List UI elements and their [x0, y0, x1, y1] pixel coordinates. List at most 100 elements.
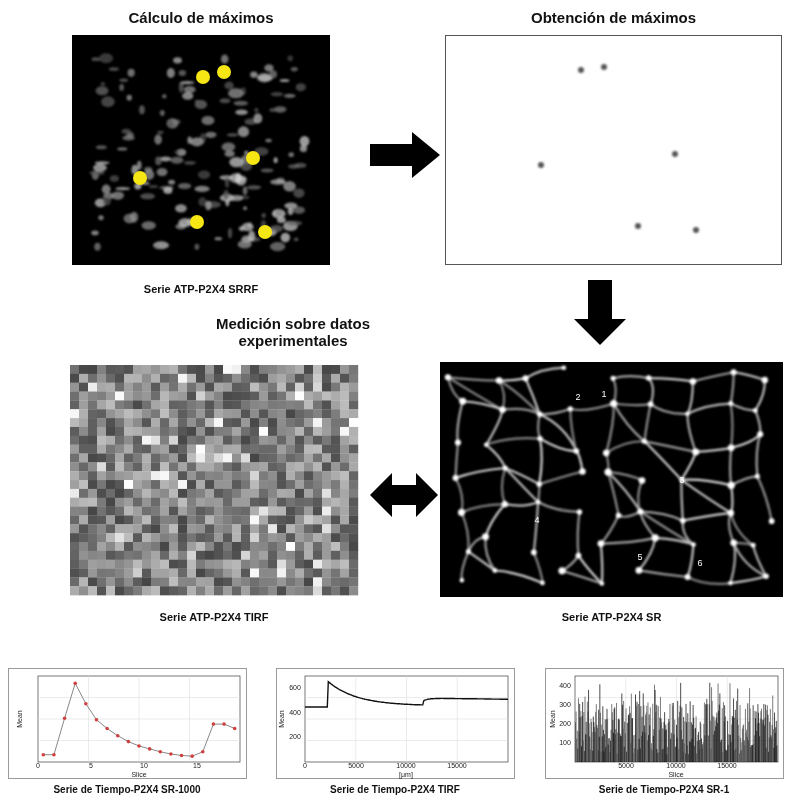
tirf-pixel: [268, 418, 277, 427]
tirf-pixel: [124, 489, 133, 498]
tirf-pixel: [88, 445, 97, 454]
tirf-pixel: [142, 454, 151, 463]
tirf-pixel: [106, 471, 115, 480]
tirf-pixel: [340, 533, 349, 542]
network-node: [728, 401, 733, 406]
tirf-pixel: [133, 392, 142, 401]
tirf-pixel: [196, 436, 205, 445]
tirf-pixel: [160, 418, 169, 427]
noise-bar: [745, 709, 746, 762]
network-fiber: [613, 378, 616, 403]
tirf-pixel: [88, 498, 97, 507]
tirf-pixel: [160, 551, 169, 560]
tirf-pixel: [286, 409, 295, 418]
tirf-pixel: [196, 533, 205, 542]
tirf-pixel: [187, 471, 196, 480]
srrf-blob: [101, 96, 115, 107]
tirf-pixel: [223, 427, 232, 436]
noise-bar: [594, 727, 595, 762]
noise-bar: [677, 701, 678, 762]
tirf-pixel: [286, 400, 295, 409]
srrf-blob: [250, 72, 257, 78]
noise-bar: [725, 716, 726, 762]
tirf-pixel: [232, 577, 241, 586]
noise-bar: [705, 704, 706, 762]
tirf-pixel: [70, 507, 79, 516]
noise-bar: [740, 705, 741, 762]
panel-heading: Cálculo de máximos: [72, 9, 330, 27]
tirf-pixel: [304, 498, 313, 507]
tirf-pixel: [250, 418, 259, 427]
tirf-pixel: [187, 560, 196, 569]
tirf-pixel: [196, 480, 205, 489]
callout-number: 4: [534, 515, 539, 525]
noise-bar: [576, 712, 577, 762]
noise-bar: [686, 722, 687, 762]
tirf-pixel: [250, 392, 259, 401]
tirf-pixel: [304, 409, 313, 418]
tirf-pixel: [268, 498, 277, 507]
network-fiber: [457, 401, 462, 442]
chart-frame: [546, 669, 784, 779]
grid-line: [305, 719, 508, 720]
noise-bar: [622, 705, 623, 762]
tirf-pixel: [250, 436, 259, 445]
tirf-pixel: [232, 418, 241, 427]
tirf-pixel: [214, 560, 223, 569]
tirf-pixel: [151, 577, 160, 586]
callout-number: 6: [697, 558, 702, 568]
tirf-pixel: [79, 515, 88, 524]
tirf-pixel: [268, 586, 277, 595]
tirf-pixel: [88, 374, 97, 383]
noise-bar: [762, 719, 763, 762]
block-arrow: [370, 473, 438, 517]
tirf-pixel: [178, 454, 187, 463]
tirf-pixel: [340, 569, 349, 578]
section-heading: Medición sobre datos experimentales: [198, 315, 388, 350]
tirf-pixel: [223, 480, 232, 489]
tirf-pixel: [70, 533, 79, 542]
tirf-pixel: [187, 515, 196, 524]
tirf-pixel: [340, 515, 349, 524]
tirf-pixel: [169, 524, 178, 533]
tirf-pixel: [169, 480, 178, 489]
srrf-blob: [119, 79, 128, 82]
tirf-pixel: [142, 542, 151, 551]
tirf-pixel: [223, 436, 232, 445]
network-fiber: [638, 481, 642, 512]
tirf-pixel: [115, 498, 124, 507]
panel-caption: Serie ATP-P2X4 SRRF: [72, 283, 330, 296]
srrf-blob: [300, 136, 310, 147]
network-node: [574, 448, 580, 454]
tirf-pixel: [205, 533, 214, 542]
tirf-pixel: [205, 569, 214, 578]
noise-bar: [632, 718, 633, 762]
tirf-pixel: [70, 427, 79, 436]
noise-bar: [758, 713, 759, 762]
grid-line: [305, 697, 508, 698]
tirf-pixel: [133, 489, 142, 498]
tirf-pixel: [259, 569, 268, 578]
tirf-pixel: [259, 436, 268, 445]
tirf-pixel: [196, 498, 205, 507]
srrf-blob: [100, 82, 105, 86]
panel-heading: Obtención de máximos: [445, 9, 782, 27]
tirf-pixel: [133, 365, 142, 374]
srrf-blob: [117, 147, 127, 150]
tirf-pixel: [115, 471, 124, 480]
tirf-pixel: [259, 383, 268, 392]
tirf-pixel: [142, 392, 151, 401]
srrf-blob: [127, 95, 132, 101]
srrf-blob: [274, 157, 278, 163]
tirf-pixel: [313, 462, 322, 471]
noise-bar: [711, 687, 712, 762]
tirf-pixel: [151, 383, 160, 392]
tirf-pixel: [232, 515, 241, 524]
noise-bar: [747, 703, 748, 762]
tirf-pixel: [268, 577, 277, 586]
tirf-pixel: [133, 418, 142, 427]
srrf-blob: [271, 92, 284, 96]
callout-number: 3: [679, 475, 684, 485]
tirf-pixel: [331, 409, 340, 418]
tirf-pixel: [223, 392, 232, 401]
